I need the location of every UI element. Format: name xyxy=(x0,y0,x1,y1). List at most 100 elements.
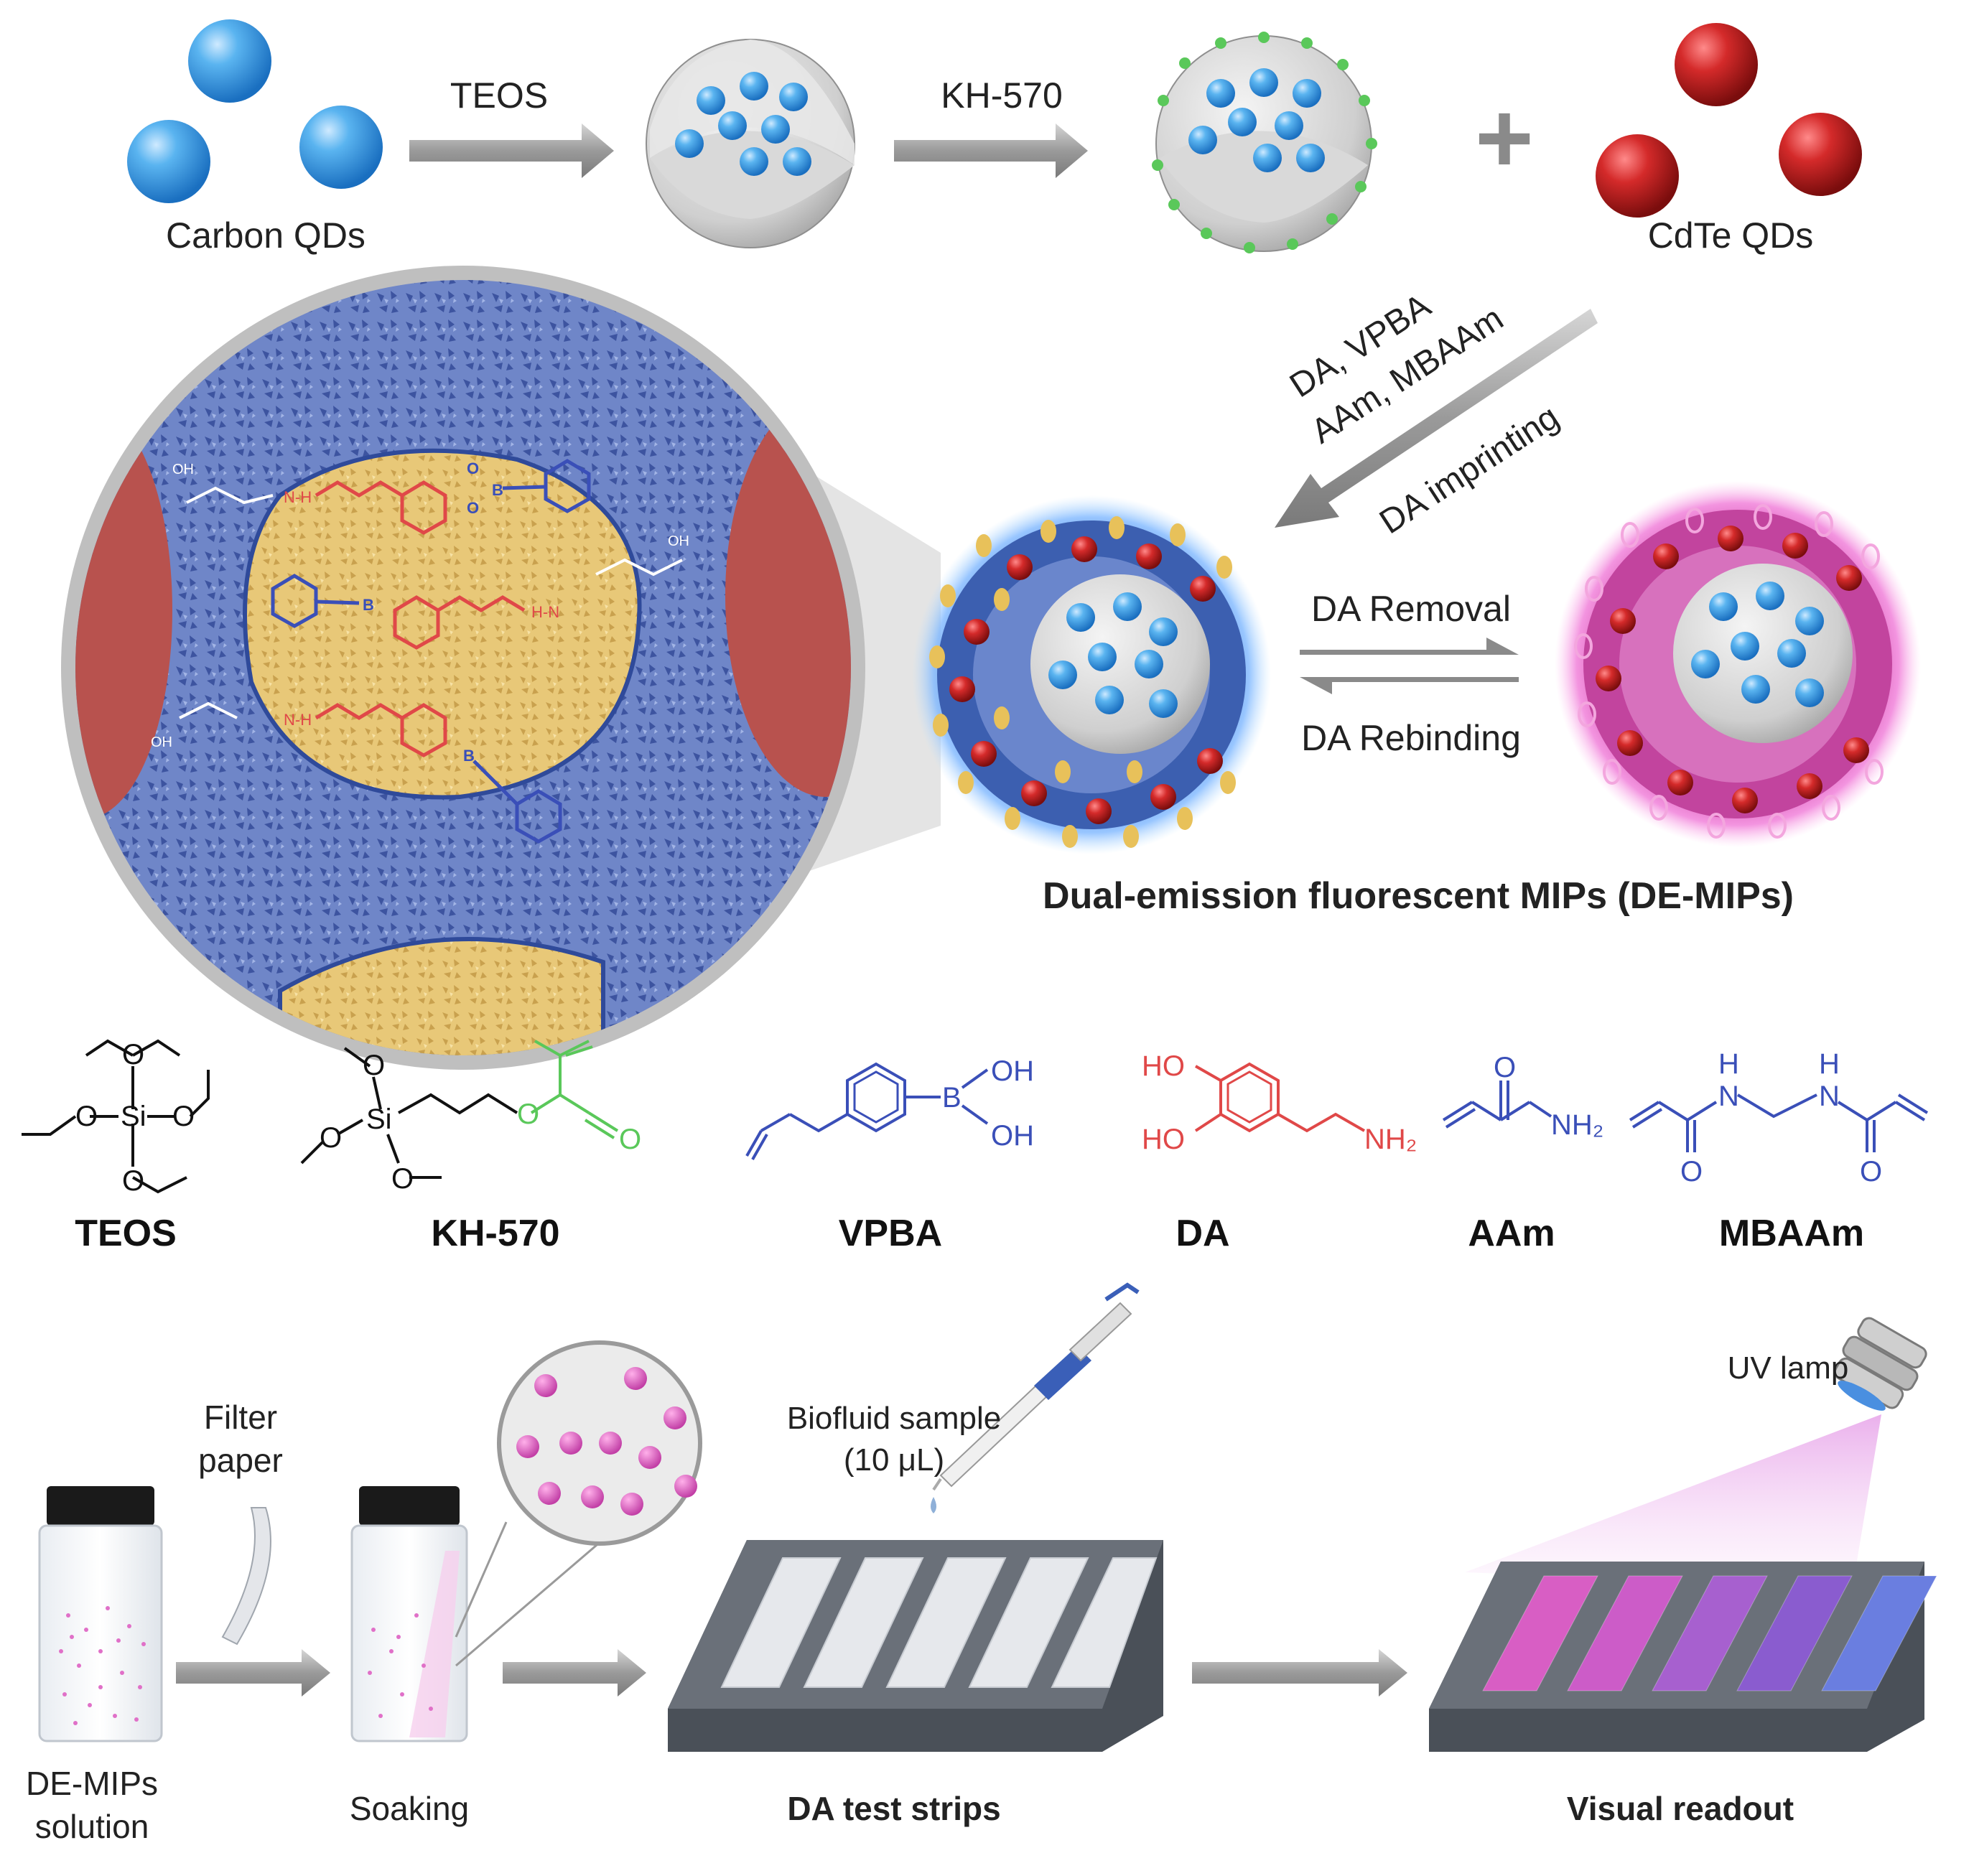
svg-text:+: + xyxy=(1475,81,1534,194)
kh570-modified-particle xyxy=(1152,32,1377,253)
sample-label-line2: (10 μL) xyxy=(844,1442,944,1478)
boron-atom-label: B xyxy=(363,596,374,614)
kh570-arrow: KH-570 xyxy=(894,75,1088,178)
imprinting-arrow: DA, VPBA AAm, MBAAm DA imprinting xyxy=(1275,286,1598,541)
filter-label-line1: Filter xyxy=(204,1399,277,1436)
blank-test-strip xyxy=(803,1557,924,1688)
vpba-oh-group: OH xyxy=(991,1120,1034,1152)
cdte-qd-ball xyxy=(1779,113,1862,196)
nh-label: N-H xyxy=(284,711,312,729)
workflow-arrow-1 xyxy=(176,1649,330,1697)
soaking-label: Soaking xyxy=(350,1790,469,1827)
soaking-zoom-bubble xyxy=(455,1340,702,1667)
oh-label: OH xyxy=(668,533,689,549)
mbaam-name: MBAAm xyxy=(1719,1213,1864,1254)
soaking-vial: Soaking xyxy=(350,1486,469,1827)
visual-readout: Visual readout xyxy=(1429,1562,1937,1827)
boron-atom-label: B xyxy=(463,747,475,765)
readout-strip xyxy=(1736,1575,1853,1691)
blank-test-strip xyxy=(720,1557,842,1688)
readout-strip xyxy=(1482,1575,1598,1691)
teos-arrow: TEOS xyxy=(409,75,614,178)
cdte-qds-group: CdTe QDs xyxy=(1596,23,1862,256)
readout-label: Visual readout xyxy=(1567,1790,1794,1827)
teos-step-label: TEOS xyxy=(450,75,548,116)
filter-label-line2: paper xyxy=(198,1442,283,1479)
imprinting-reagents-line3: DA imprinting xyxy=(1373,398,1565,541)
da-structure xyxy=(1194,1062,1365,1133)
kh570-name: KH-570 xyxy=(431,1213,559,1254)
teos-o-atom: O xyxy=(122,1039,144,1070)
oxygen-atom-label: O xyxy=(467,459,479,477)
da-nh2-group: NH₂ xyxy=(1364,1124,1417,1155)
carbon-qd-ball xyxy=(127,120,210,203)
blank-test-strip xyxy=(885,1557,1007,1688)
chemical-structures-row: Si O O O O TEOS xyxy=(22,1039,1929,1254)
teos-si-atom: Si xyxy=(121,1101,146,1132)
workflow-arrow-2 xyxy=(503,1649,646,1697)
de-mips-title: Dual-emission fluorescent MIPs (DE-MIPs) xyxy=(1043,875,1794,917)
da-rebinding-label: DA Rebinding xyxy=(1301,718,1521,758)
de-mips-vial: DE-MIPs solution xyxy=(26,1486,163,1845)
readout-strip xyxy=(1567,1575,1683,1691)
kh570-o-atom: O xyxy=(391,1163,414,1195)
vpba-b-atom: B xyxy=(942,1082,962,1114)
mbaam-h-atom: H xyxy=(1819,1048,1840,1080)
aam-nh2-group: NH₂ xyxy=(1551,1109,1603,1141)
silica-coated-carbon-qd xyxy=(646,39,855,248)
plus-sign: + xyxy=(1475,81,1534,194)
boron-atom-label: B xyxy=(492,481,503,499)
filter-paper: Filter paper xyxy=(198,1399,283,1646)
oxygen-atom-label: O xyxy=(467,499,479,517)
vpba-structure xyxy=(745,1062,989,1160)
kh570-step-label: KH-570 xyxy=(941,75,1063,116)
kh570-o-atom: O xyxy=(363,1050,385,1081)
cdte-qd-ball xyxy=(1596,134,1679,218)
mbaam-n-atom: N xyxy=(1819,1081,1840,1112)
teos-o-atom: O xyxy=(75,1101,98,1132)
da-ho-group: HO xyxy=(1142,1050,1185,1082)
mbaam-structure xyxy=(1629,1093,1929,1152)
aam-o-atom: O xyxy=(1494,1052,1516,1083)
blank-test-strip xyxy=(968,1557,1089,1688)
de-mips-blue-particle xyxy=(912,495,1271,854)
pipette: Biofluid sample (10 μL) xyxy=(787,1282,1140,1513)
cdte-qds-label: CdTe QDs xyxy=(1648,215,1814,256)
uv-lamp-label: UV lamp xyxy=(1728,1350,1849,1386)
da-test-strips: DA test strips xyxy=(668,1540,1163,1827)
strips-label: DA test strips xyxy=(787,1790,1000,1827)
oh-label: OH xyxy=(151,734,172,750)
blank-test-strip xyxy=(1051,1557,1158,1688)
nh-label: H-N xyxy=(531,603,559,621)
da-ho-group: HO xyxy=(1142,1124,1185,1155)
sample-label-line1: Biofluid sample xyxy=(787,1401,1001,1436)
mbaam-o-atom: O xyxy=(1680,1156,1703,1187)
kh570-o-atom: O xyxy=(320,1122,342,1154)
imprint-zoom-view: B B B O O N-H H-N N-H OH OH OH xyxy=(61,266,941,1070)
teos-structure xyxy=(22,1039,210,1194)
cdte-qd-ball xyxy=(1675,23,1758,106)
carbon-qd-ball xyxy=(299,106,383,189)
uv-lamp: UV lamp xyxy=(1465,1317,1927,1587)
carbon-qds-group: Carbon QDs xyxy=(127,19,383,256)
teos-o-atom: O xyxy=(122,1165,144,1197)
da-name: DA xyxy=(1175,1213,1229,1254)
teos-o-atom: O xyxy=(172,1101,195,1132)
mbaam-n-atom: N xyxy=(1718,1081,1739,1112)
aam-name: AAm xyxy=(1468,1213,1555,1254)
vial-label-line2: solution xyxy=(35,1808,149,1845)
workflow-arrow-3 xyxy=(1192,1649,1407,1697)
kh570-carbonyl-o-atom: O xyxy=(619,1124,641,1155)
readout-strip xyxy=(1821,1575,1937,1691)
equilibrium-arrows: DA Removal DA Rebinding xyxy=(1300,589,1521,758)
vpba-oh-group: OH xyxy=(991,1055,1034,1087)
carbon-qds-label: Carbon QDs xyxy=(166,215,366,256)
carbon-qd-ball xyxy=(188,19,271,103)
teos-name: TEOS xyxy=(75,1213,177,1254)
vial-label-line1: DE-MIPs xyxy=(26,1765,158,1802)
de-mips-pink-particle xyxy=(1555,481,1921,847)
oh-label: OH xyxy=(172,462,194,477)
mbaam-h-atom: H xyxy=(1718,1048,1739,1080)
mbaam-o-atom: O xyxy=(1860,1156,1882,1187)
